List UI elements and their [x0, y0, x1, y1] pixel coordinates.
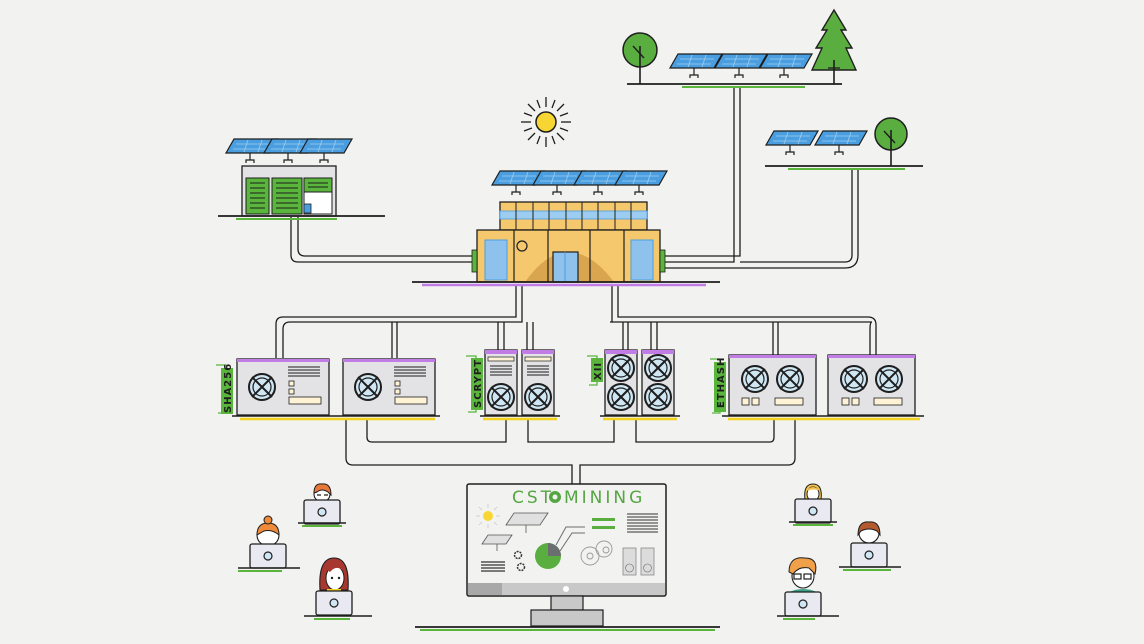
- fan-icon: [875, 365, 903, 393]
- pine-tree-icon: [810, 8, 858, 84]
- fan-icon: [644, 383, 672, 411]
- solar-panel-icon: [814, 130, 868, 156]
- fan-icon: [607, 354, 635, 382]
- miner-unit: [604, 349, 638, 416]
- user-avatar: [839, 521, 901, 571]
- solar-array-right: [765, 117, 923, 170]
- miner-group-ethash: ETHASH: [710, 354, 924, 421]
- text-block-icon: [627, 513, 658, 533]
- miner-unit: [641, 349, 675, 416]
- solar-panel-icon: [759, 53, 813, 79]
- miner-unit: [484, 349, 518, 416]
- solar-panel-widget-icon: [481, 512, 549, 551]
- sun-icon: [521, 97, 571, 147]
- brand-text-left: CST: [512, 488, 554, 508]
- miner-unit: [728, 354, 817, 416]
- solar-panel-icon: [299, 138, 353, 164]
- fan-icon: [354, 373, 382, 401]
- fan-icon: [840, 365, 868, 393]
- solar-panel-icon: [614, 170, 668, 196]
- server-towers-icon: [622, 547, 655, 576]
- solar-panel-icon: [669, 53, 723, 79]
- user-avatar: [304, 557, 372, 620]
- fan-icon: [607, 383, 635, 411]
- laptop-icon: [784, 591, 822, 617]
- solar-farm-top: [622, 8, 858, 88]
- laptop-icon: [303, 499, 341, 525]
- laptop-icon: [315, 590, 353, 616]
- user-avatar: [777, 557, 839, 620]
- miner-group-scrypt: SCRYPT: [466, 349, 560, 421]
- fan-icon: [776, 365, 804, 393]
- user-avatar: [238, 515, 300, 572]
- miner-group-xii: XII: [587, 349, 680, 421]
- miner-group-label: SCRYPT: [473, 359, 484, 408]
- laptop-icon: [794, 498, 832, 524]
- laptop-icon: [249, 543, 287, 569]
- text-lines-icon: [481, 561, 505, 572]
- user-avatar: [298, 483, 346, 527]
- power-lines: [275, 86, 877, 484]
- legend-bars-icon: [592, 518, 615, 529]
- solar-panel-icon: [714, 53, 768, 79]
- sun-widget-icon: [476, 504, 500, 528]
- chat-bubbles-icon: [580, 540, 613, 566]
- miner-unit: [827, 354, 916, 416]
- user-avatar: [789, 483, 837, 526]
- fan-icon: [524, 383, 552, 411]
- brand-text-right: MINING: [564, 488, 645, 508]
- tree-icon: [874, 117, 908, 166]
- miner-group-label: XII: [593, 362, 604, 380]
- miner-group-label: ETHASH: [716, 357, 727, 408]
- fan-icon: [248, 373, 276, 401]
- miner-unit: [236, 358, 330, 416]
- pie-chart-icon: [535, 526, 585, 569]
- tree-icon: [622, 32, 658, 84]
- fan-icon: [741, 365, 769, 393]
- fan-icon: [644, 354, 672, 382]
- miner-group-sha256: SHA256: [216, 358, 440, 421]
- miner-group-label: SHA256: [223, 363, 234, 413]
- fan-icon: [487, 383, 515, 411]
- gears-icon: [513, 550, 526, 572]
- brand-logo-icon: [549, 491, 561, 503]
- solar-panel-icon: [765, 130, 819, 156]
- laptop-icon: [850, 542, 888, 568]
- miner-unit: [342, 358, 436, 416]
- miner-unit: [521, 349, 555, 416]
- monitoring-dashboard: CST MINING: [415, 483, 720, 631]
- solar-cabinet-station: [218, 138, 385, 220]
- solar-data-center: [412, 170, 720, 287]
